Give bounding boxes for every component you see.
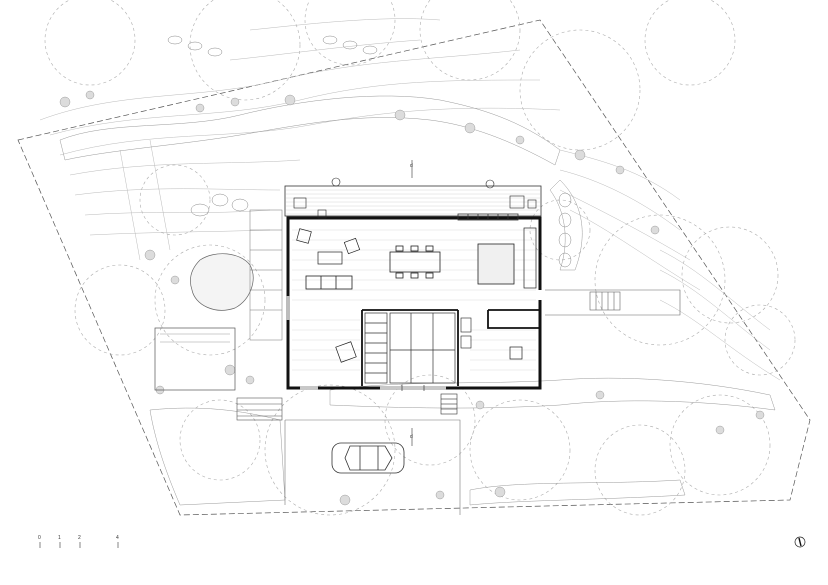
coffee-table: [317, 251, 343, 265]
terrain-hatching: [39, 18, 781, 381]
west-ramp-steps: [249, 209, 283, 341]
pond: [190, 253, 254, 311]
scale-bar: [39, 542, 119, 548]
entrance-steps: [440, 393, 458, 415]
scale-tick-0: 0: [38, 535, 41, 541]
scale-bar-labels: 0 1 2 4: [38, 535, 119, 541]
kitchen-counter: [523, 227, 537, 289]
north-window-strip: [457, 213, 519, 221]
scale-tick-1: 1: [58, 535, 61, 541]
property-boundary: [17, 19, 811, 516]
west-steps: [236, 397, 283, 421]
driveway: [284, 419, 461, 515]
sofa: [305, 275, 353, 290]
deck-furniture: [293, 177, 537, 219]
window-glazing: [286, 296, 446, 391]
staircase: [364, 312, 388, 384]
north-deck-boards: [286, 189, 540, 215]
parked-car-icon: [331, 442, 405, 474]
house-outer-walls: [286, 216, 542, 390]
interior-walls: [361, 309, 540, 386]
scale-tick-4: 4: [116, 535, 119, 541]
north-arrow-icon: [794, 536, 806, 548]
stepping-stones: [167, 35, 572, 268]
entrance-marker-south: d: [410, 428, 413, 446]
north-deck: [284, 185, 542, 217]
dining-table: [389, 245, 441, 279]
entrance-letter-south: d: [410, 434, 413, 440]
planting-beds: [59, 95, 776, 506]
bathroom-fixtures: [460, 317, 472, 349]
tree-canopies: [44, 0, 796, 516]
west-terrace: [154, 327, 236, 391]
armchairs: [296, 228, 523, 363]
service-core: [389, 312, 456, 384]
entrance-letter-north: d: [410, 163, 413, 169]
east-path: [545, 289, 681, 316]
scale-tick-2: 2: [78, 535, 81, 541]
kitchen-island: [477, 243, 515, 285]
entrance-marker-north: d: [410, 160, 413, 178]
wall-openings: [286, 290, 542, 390]
